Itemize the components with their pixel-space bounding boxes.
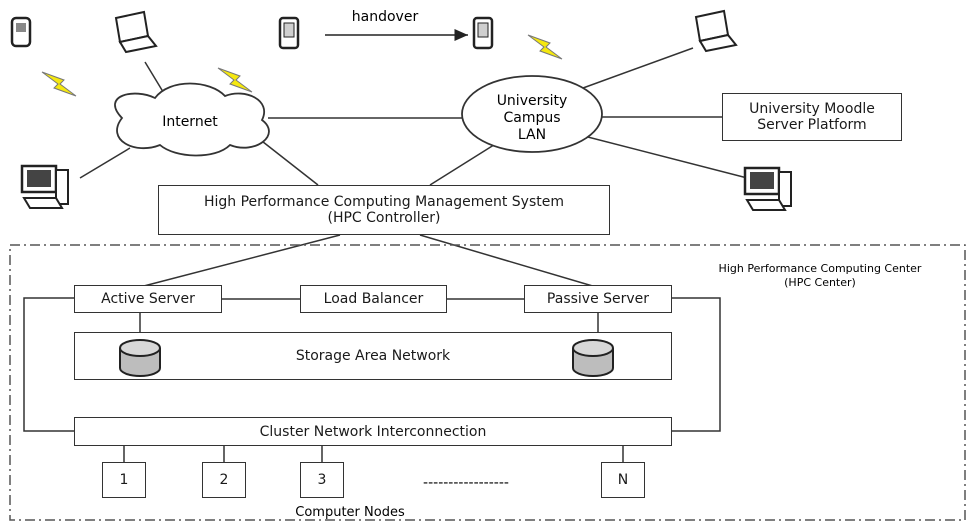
campus-label-line3: LAN <box>518 127 546 143</box>
node-box: 1 <box>102 462 146 498</box>
moodle-label-line1: University Moodle <box>749 101 875 117</box>
hpc-controller-label-line2: (HPC Controller) <box>327 210 441 226</box>
hpc-center-boundary <box>9 244 966 521</box>
node-label: N <box>617 472 629 488</box>
pda-icon <box>278 16 300 50</box>
hpc-passive-link <box>419 234 597 288</box>
moodle-label-line2: Server Platform <box>757 117 867 133</box>
campus-desktop-link <box>579 134 756 181</box>
internet-hpc-link <box>257 137 319 186</box>
campus-label-line2: Campus <box>503 110 560 126</box>
load-balancer-label: Load Balancer <box>323 291 424 307</box>
hpc-controller-box: High Performance Computing Management Sy… <box>158 185 610 235</box>
internet-label: Internet <box>162 114 218 130</box>
lightning-icon <box>41 71 77 97</box>
pda-icon <box>472 16 494 50</box>
desktop-icon <box>20 164 70 210</box>
hpc-controller-label-line1: High Performance Computing Management Sy… <box>203 194 564 210</box>
node-label: 2 <box>219 472 229 488</box>
node-label: 1 <box>119 472 129 488</box>
lightning-icon <box>527 34 563 60</box>
laptop-icon <box>115 11 157 53</box>
computer-nodes-label: Computer Nodes <box>295 505 405 520</box>
load-balancer-box: Load Balancer <box>300 285 447 313</box>
node-box: 2 <box>202 462 246 498</box>
passive-server-label: Passive Server <box>546 291 650 307</box>
phone-icon <box>10 16 32 48</box>
laptop-icon <box>695 10 737 52</box>
campus-lan-ellipse <box>461 75 603 153</box>
internet-cloud <box>114 82 270 157</box>
node-box: 3 <box>300 462 344 498</box>
desktop-internet-link <box>79 147 131 179</box>
passive-cluster-loop <box>672 297 721 432</box>
storage-area-network-box: Storage Area Network <box>74 332 672 380</box>
active-cluster-loop <box>23 297 74 432</box>
handover-label: handover <box>352 9 419 25</box>
campus-label-line1: University <box>497 93 568 109</box>
connections <box>23 47 756 462</box>
cluster-label: Cluster Network Interconnection <box>259 423 487 440</box>
moodle-server-box: University Moodle Server Platform <box>722 93 902 141</box>
hpc-active-link <box>139 234 341 288</box>
san-label: Storage Area Network <box>295 348 451 364</box>
lightning-icon <box>217 67 253 93</box>
passive-server-box: Passive Server <box>524 285 672 313</box>
campus-laptop-link <box>582 47 694 89</box>
node-label: 3 <box>317 472 327 488</box>
hpc-center-label-line1: High Performance Computing Center <box>719 262 922 275</box>
active-server-box: Active Server <box>74 285 222 313</box>
hpc-center-label-line2: (HPC Center) <box>784 276 856 289</box>
cluster-interconnection-box: Cluster Network Interconnection <box>74 417 672 446</box>
nodes-dots: ----------------- <box>423 475 509 491</box>
active-server-label: Active Server <box>101 291 195 307</box>
node-box: N <box>601 462 645 498</box>
desktop-icon <box>743 166 793 212</box>
